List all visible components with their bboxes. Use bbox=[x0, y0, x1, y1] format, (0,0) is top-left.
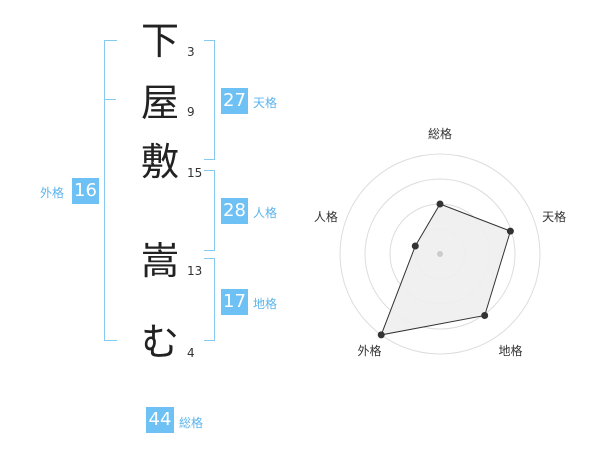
tenkaku-value: 27 bbox=[221, 88, 248, 114]
name-character-3: 敷 bbox=[140, 140, 179, 184]
bracket-divider bbox=[104, 99, 116, 100]
radar-point-5 bbox=[411, 242, 419, 250]
name-character-2: 屋 bbox=[140, 81, 179, 125]
chikaku-label: 地格 bbox=[253, 297, 278, 311]
soukaku-value: 44 bbox=[146, 407, 174, 433]
radar-axis-label-5: 人格 bbox=[314, 209, 338, 224]
stroke-count-4: 13 bbox=[187, 264, 203, 278]
chikaku-bracket bbox=[204, 258, 215, 341]
radar-axis-label-3: 地格 bbox=[498, 343, 522, 358]
jinkaku-label: 人格 bbox=[253, 206, 278, 220]
name-character-4: 嵩 bbox=[140, 239, 179, 283]
stroke-count-5: 4 bbox=[187, 346, 195, 360]
radar-axis-label-4: 外格 bbox=[357, 343, 381, 358]
stroke-count-2: 9 bbox=[187, 105, 195, 119]
tenkaku-bracket bbox=[204, 40, 215, 160]
stroke-count-1: 3 bbox=[187, 45, 195, 59]
gaikaku-label: 外格 bbox=[40, 186, 65, 200]
radar-point-1 bbox=[436, 200, 444, 208]
radar-points bbox=[377, 200, 514, 339]
gaikaku-value: 16 bbox=[72, 178, 99, 204]
soukaku-label: 総格 bbox=[179, 416, 204, 430]
radar-axis-label-2: 天格 bbox=[542, 209, 566, 224]
name-character-5: む bbox=[140, 320, 179, 364]
radar-point-3 bbox=[481, 311, 489, 319]
chikaku-value: 17 bbox=[221, 289, 248, 315]
tenkaku-label: 天格 bbox=[253, 96, 278, 110]
gaikaku-bracket bbox=[104, 40, 117, 341]
radar-point-4 bbox=[377, 331, 385, 339]
name-character-1: 下 bbox=[140, 19, 179, 63]
radar-point-2 bbox=[506, 227, 514, 235]
radar-axis-label-1: 総格 bbox=[428, 126, 452, 141]
radar-center bbox=[437, 251, 443, 257]
radar-ring-3 bbox=[364, 178, 516, 330]
stroke-count-3: 15 bbox=[187, 166, 203, 180]
radar-ring-4 bbox=[339, 153, 541, 355]
jinkaku-value: 28 bbox=[221, 198, 248, 224]
radar-polygon bbox=[380, 203, 512, 336]
jinkaku-bracket bbox=[204, 170, 215, 251]
